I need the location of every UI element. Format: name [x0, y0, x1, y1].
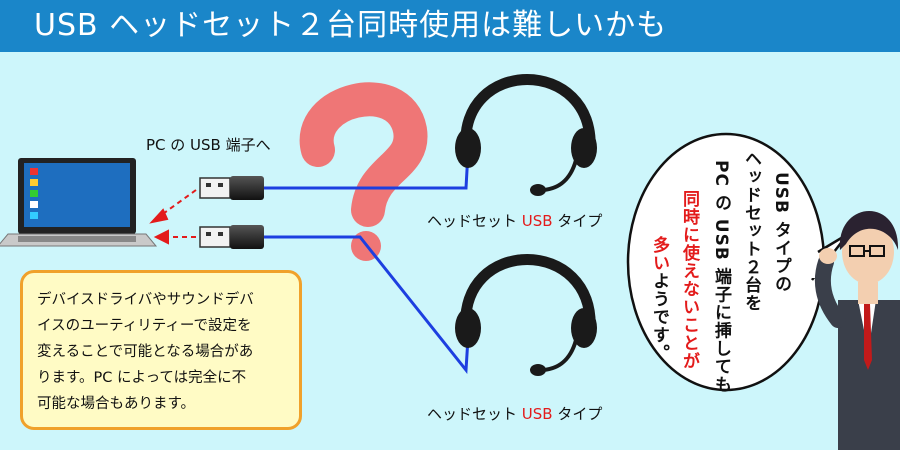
note-line: イスのユーティリティーで設定を	[37, 318, 252, 334]
headset-top-label-prefix: ヘッドセット	[427, 212, 522, 230]
note-line: ります。PC によっては完全に不	[37, 370, 247, 386]
note-line: 可能な場合もあります。	[37, 396, 196, 412]
usb-plug-bottom-icon	[199, 225, 264, 249]
usb-plug-top-icon	[199, 176, 264, 200]
note-line: 変えることで可能となる場合があ	[37, 344, 254, 360]
headset-top-label: ヘッドセット USB タイプ	[427, 210, 602, 231]
pc-usb-port-label: PC の USB 端子へ	[146, 136, 271, 154]
headset-bottom-label-usb: USB	[521, 405, 553, 423]
bubble-text-col-1: USB タイプの	[771, 172, 791, 293]
headset-bottom-label: ヘッドセット USB タイプ	[427, 403, 602, 424]
headset-top-label-suffix: タイプ	[552, 212, 603, 230]
headset-top-icon	[455, 74, 597, 196]
bubble-text-col-3: PC の USB 端子に挿しても	[711, 160, 731, 394]
bubble-text-col-5: 多いようです。	[648, 236, 670, 362]
headset-top-label-usb: USB	[521, 212, 553, 230]
bubble-text-col-2: ヘッドセット２台を	[741, 150, 761, 312]
note-line: デバイスドライバやサウンドデバ	[37, 292, 254, 308]
insert-arrows	[149, 189, 197, 245]
bubble-text-col-4: 同時に使えないことが	[679, 190, 699, 370]
bubble-text-col-5-black: ようです。	[649, 272, 669, 362]
headset-bottom-label-prefix: ヘッドセット	[427, 405, 522, 423]
laptop-icon	[0, 158, 158, 247]
note-box: デバイスドライバやサウンドデバ イスのユーティリティーで設定を 変えることで可能…	[20, 270, 302, 430]
presenter-character	[814, 210, 900, 450]
title-banner: USB ヘッドセット２台同時使用は難しいかも	[0, 0, 900, 52]
bubble-text-col-5-red: 多い	[649, 236, 669, 272]
headset-bottom-icon	[455, 254, 597, 376]
headset-bottom-label-suffix: タイプ	[552, 405, 603, 423]
page-title: USB ヘッドセット２台同時使用は難しいかも	[34, 8, 668, 43]
